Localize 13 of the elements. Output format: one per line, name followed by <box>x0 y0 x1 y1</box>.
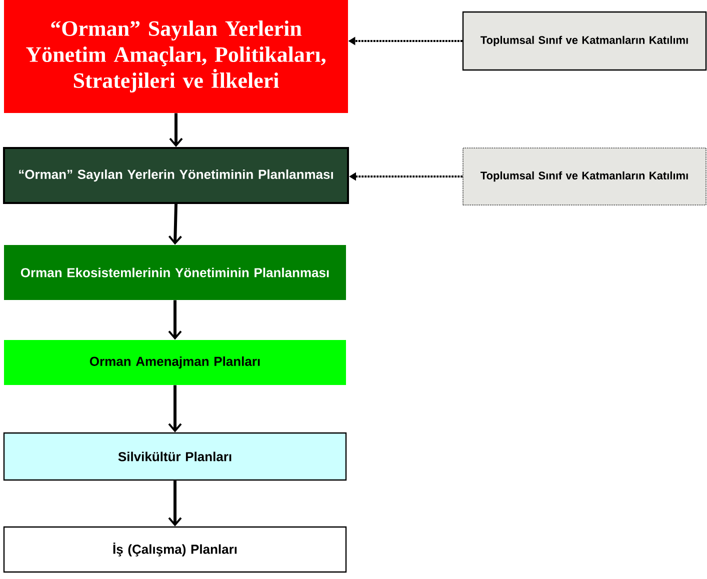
arrow <box>168 204 182 245</box>
arrow <box>168 480 182 526</box>
participation-box: Toplumsal Sınıf ve Katmanların Katılımı <box>462 148 706 206</box>
goal-box: “Orman” Sayılan Yerlerin Yönetim Amaçları, Politikaları, Stratejileri ve İlkeleri <box>4 0 348 113</box>
process-box: Silvikültür Planları <box>3 432 347 481</box>
arrow <box>168 300 182 340</box>
process-box: Orman Amenajman Planları <box>4 340 346 385</box>
participation-box: Toplumsal Sınıf ve Katmanların Katılımı <box>462 11 707 71</box>
process-box: “Orman” Sayılan Yerlerin Yönetiminin Planlanması <box>3 147 349 204</box>
arrow <box>168 385 182 432</box>
process-box: Orman Ekosistemlerinin Yönetiminin Planlanması <box>4 245 346 300</box>
process-box: İş (Çalışma) Planları <box>3 526 347 573</box>
arrow <box>169 113 183 147</box>
